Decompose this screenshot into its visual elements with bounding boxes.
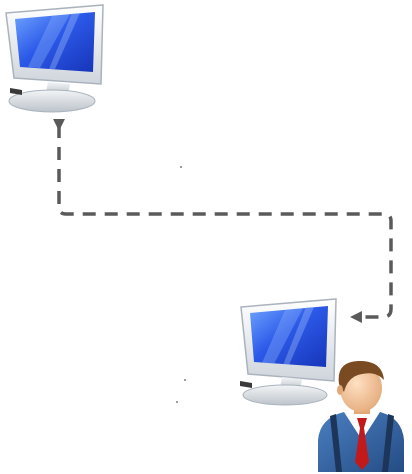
monitor-cable [10, 88, 22, 95]
monitor-bottom-right [240, 299, 336, 405]
speck [176, 401, 178, 403]
ear [337, 385, 343, 395]
monitor-cable [240, 381, 252, 388]
speck [184, 379, 186, 381]
computer-monitor-icon [6, 5, 103, 112]
speck [180, 166, 182, 168]
monitor-base [243, 385, 327, 405]
connection-dashed-arrow [59, 125, 391, 317]
monitor-top-left [6, 5, 103, 112]
computer-monitor-icon [240, 299, 336, 405]
